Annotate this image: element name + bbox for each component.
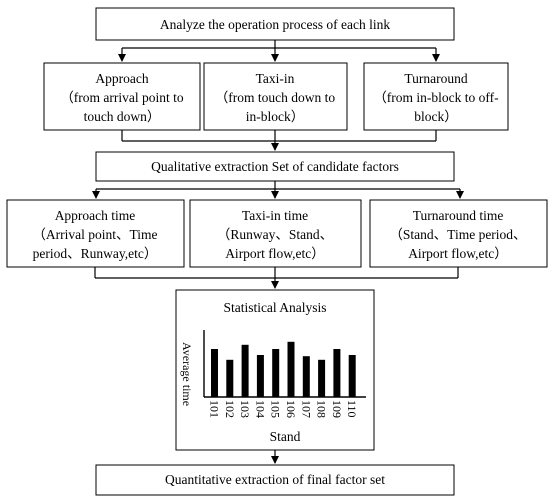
tick-label-101: 101 [208, 400, 222, 418]
bar-103 [241, 344, 249, 397]
taxiin-title: Taxi-in [256, 71, 295, 86]
taxiin-desc-1: （from touch down to [215, 90, 336, 105]
taxiin-time-desc-2: Airport flow,etc） [225, 246, 325, 261]
qualitative-label: Qualitative extraction Set of candidate … [151, 159, 399, 174]
taxiin-time-desc-1: （Runway、Stand、 [217, 227, 333, 242]
approach-time-desc-2: period、Runway,etc） [33, 246, 158, 261]
turnaround-time-box [369, 199, 548, 268]
bar-101 [211, 349, 218, 397]
turnaround-time-desc-1: （Stand、Time period、 [389, 227, 526, 242]
quantitative-label: Quantitative extraction of final factor … [165, 472, 385, 487]
approach-desc-2: touch down） [84, 109, 161, 124]
taxiin-box [203, 62, 348, 131]
turnaround-title: Turnaround [404, 71, 468, 86]
taxiin-time-box [189, 199, 362, 268]
turnaround-time-title: Turnaround time [413, 208, 504, 223]
tick-label-105: 105 [269, 400, 283, 418]
tick-label-102: 102 [223, 400, 237, 418]
tick-label-104: 104 [253, 400, 267, 418]
statistical-label: Statistical Analysis [223, 300, 326, 315]
approach-title: Approach [95, 71, 148, 86]
bar-106 [287, 341, 295, 397]
bar-109 [333, 349, 341, 397]
bar-104 [256, 355, 264, 397]
qualitative-box [95, 151, 455, 182]
turnaround-desc-1: （from in-block to off- [373, 90, 499, 105]
bar-108 [318, 359, 326, 397]
taxiin-desc-2: in-block） [246, 109, 305, 124]
turnaround-time-desc-2: Airport flow,etc） [408, 246, 508, 261]
taxiin-time-title: Taxi-in time [242, 208, 308, 223]
x-axis-label: Stand [270, 429, 301, 444]
connector-times-to-statistical [94, 267, 459, 289]
approach-time-box [6, 199, 185, 268]
connector-analyze-to-stages [118, 40, 440, 62]
y-axis-label: Average time [180, 342, 194, 406]
turnaround-box [363, 62, 509, 131]
approach-time-desc-1: （Arrival point、Time [32, 227, 157, 242]
tick-label-108: 108 [315, 400, 329, 418]
connector-qualitative-to-times [92, 181, 464, 199]
tick-label-109: 109 [330, 400, 344, 418]
turnaround-desc-2: block） [414, 109, 458, 124]
analyze-box [95, 7, 455, 41]
tick-label-107: 107 [299, 400, 313, 418]
bar-102 [226, 359, 234, 397]
tick-label-106: 106 [284, 400, 298, 418]
tick-label-103: 103 [238, 400, 252, 418]
quantitative-box [95, 464, 455, 496]
bar-110 [348, 355, 356, 397]
approach-desc-1: （from arrival point to [60, 90, 184, 105]
connector-stages-to-qualitative [121, 130, 437, 151]
bar-107 [302, 356, 310, 397]
approach-time-title: Approach time [55, 208, 136, 223]
bar-105 [272, 349, 280, 397]
analyze-label: Analyze the operation process of each li… [160, 17, 390, 32]
tick-label-110: 110 [345, 400, 359, 418]
